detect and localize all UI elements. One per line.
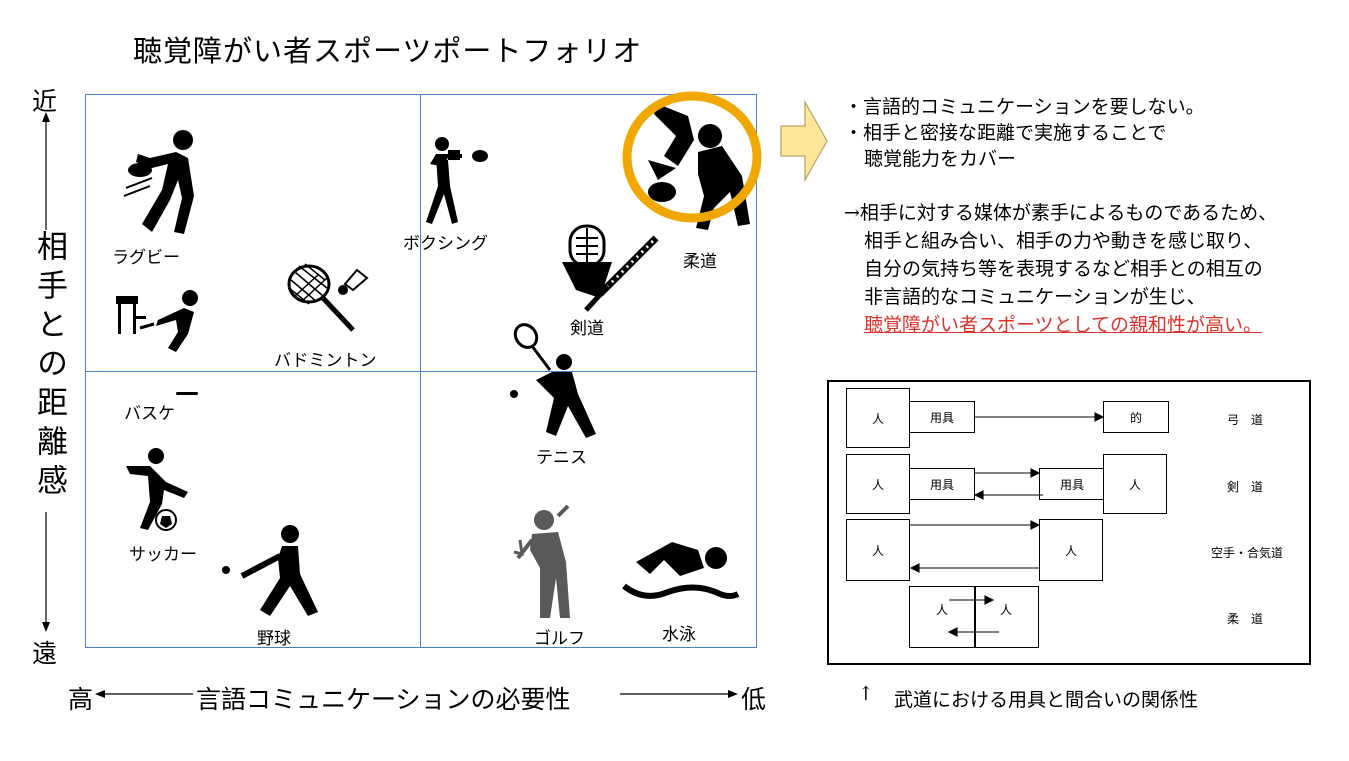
note-line-6: 自分の気持ち等を表現するなど相手との相互の <box>864 258 1263 280</box>
karate-aikido-label: 空手・合気道 <box>1211 546 1284 560</box>
budo-relation-diagram: 人 用具 的 弓 道 人 用具 用具 人 剣 道 人 人 空手・合気道 人 人 … <box>827 380 1311 665</box>
note-line-1: ・言語的コミュニケーションを要しない。 <box>844 96 1205 118</box>
x-axis-arrow-left <box>95 690 193 698</box>
kendo-icon <box>562 224 659 312</box>
karate-person-right: 人 <box>1039 519 1103 581</box>
x-axis-arrow-right <box>620 690 738 698</box>
kendo-person-right: 人 <box>1103 454 1167 514</box>
swimming-icon <box>622 542 740 599</box>
y-axis-label: 相手との距離感 <box>31 230 67 503</box>
note-line-5: 相手と組み合い、相手の力や動きを感じ取り、 <box>864 230 1263 252</box>
x-axis-right-label: 低 <box>741 685 767 714</box>
rugby-icon <box>123 130 194 234</box>
kendo-person-left: 人 <box>846 454 910 514</box>
tennis-icon <box>510 323 596 438</box>
judo-relation-label: 柔 道 <box>1227 612 1264 626</box>
grid-horizontal-divider <box>85 371 757 372</box>
badminton-icon <box>287 263 369 332</box>
kyudo-person: 人 <box>846 388 910 448</box>
note-line-4: →相手に対する媒体が素手によるものであるため、 <box>844 202 1278 224</box>
basketball-icon <box>116 290 198 352</box>
kendo-tool-left: 用具 <box>909 468 975 500</box>
basketball-label: バスケ <box>124 404 175 424</box>
baseball-label: 野球 <box>257 629 291 649</box>
page-title: 聴覚障がい者スポーツポートフォリオ <box>133 34 643 68</box>
rugby-label: ラグビー <box>112 248 180 268</box>
x-axis-label: 言語コミュニケーションの必要性 <box>196 685 571 714</box>
soccer-label: サッカー <box>129 545 197 565</box>
karate-person-left: 人 <box>846 519 910 581</box>
y-axis-arrow <box>42 112 50 632</box>
boxing-label: ボクシング <box>403 234 488 254</box>
y-axis-top-label: 近 <box>32 87 58 116</box>
golf-label: ゴルフ <box>534 629 585 649</box>
kendo-tool-right: 用具 <box>1039 468 1105 500</box>
kyudo-tool: 用具 <box>909 401 975 433</box>
x-axis-left-label: 高 <box>68 685 94 714</box>
y-axis-bottom-label: 遠 <box>32 639 58 668</box>
kyudo-label: 弓 道 <box>1227 413 1264 427</box>
tennis-label: テニス <box>536 448 587 468</box>
badminton-label: バドミントン <box>274 351 377 371</box>
relation-arrows <box>909 412 1105 637</box>
note-line-7: 非言語的なコミュニケーションが生じ、 <box>864 286 1206 308</box>
note-line-2: ・相手と密接な距離で実施することで <box>844 122 1167 144</box>
judo-person-right: 人 <box>999 602 1012 617</box>
kendo-label: 剣道 <box>570 319 604 339</box>
judo-label: 柔道 <box>683 252 717 272</box>
pointer-arrow <box>780 99 828 183</box>
swimming-label: 水泳 <box>662 625 696 645</box>
kyudo-target: 的 <box>1103 401 1169 433</box>
judo-divider <box>974 587 976 647</box>
judo-person-left: 人 <box>935 602 948 617</box>
golf-icon <box>513 504 570 618</box>
kendo-relation-label: 剣 道 <box>1227 480 1264 494</box>
note-line-emphasis: 聴覚障がい者スポーツとしての親和性が高い。 <box>864 314 1263 336</box>
judo-icon <box>648 104 750 230</box>
diagram-caption-arrow: ↑ <box>858 683 874 705</box>
baseball-icon <box>222 525 318 616</box>
judo-pair: 人 人 <box>909 586 1039 648</box>
judo-highlight-circle <box>622 91 762 223</box>
soccer-icon <box>126 448 188 531</box>
diagram-caption: 武道における用具と間合いの関係性 <box>894 689 1199 711</box>
note-line-3: 聴覚能力をカバー <box>864 148 1017 170</box>
basketball-ball-icon <box>176 392 198 395</box>
boxing-icon <box>426 137 488 224</box>
